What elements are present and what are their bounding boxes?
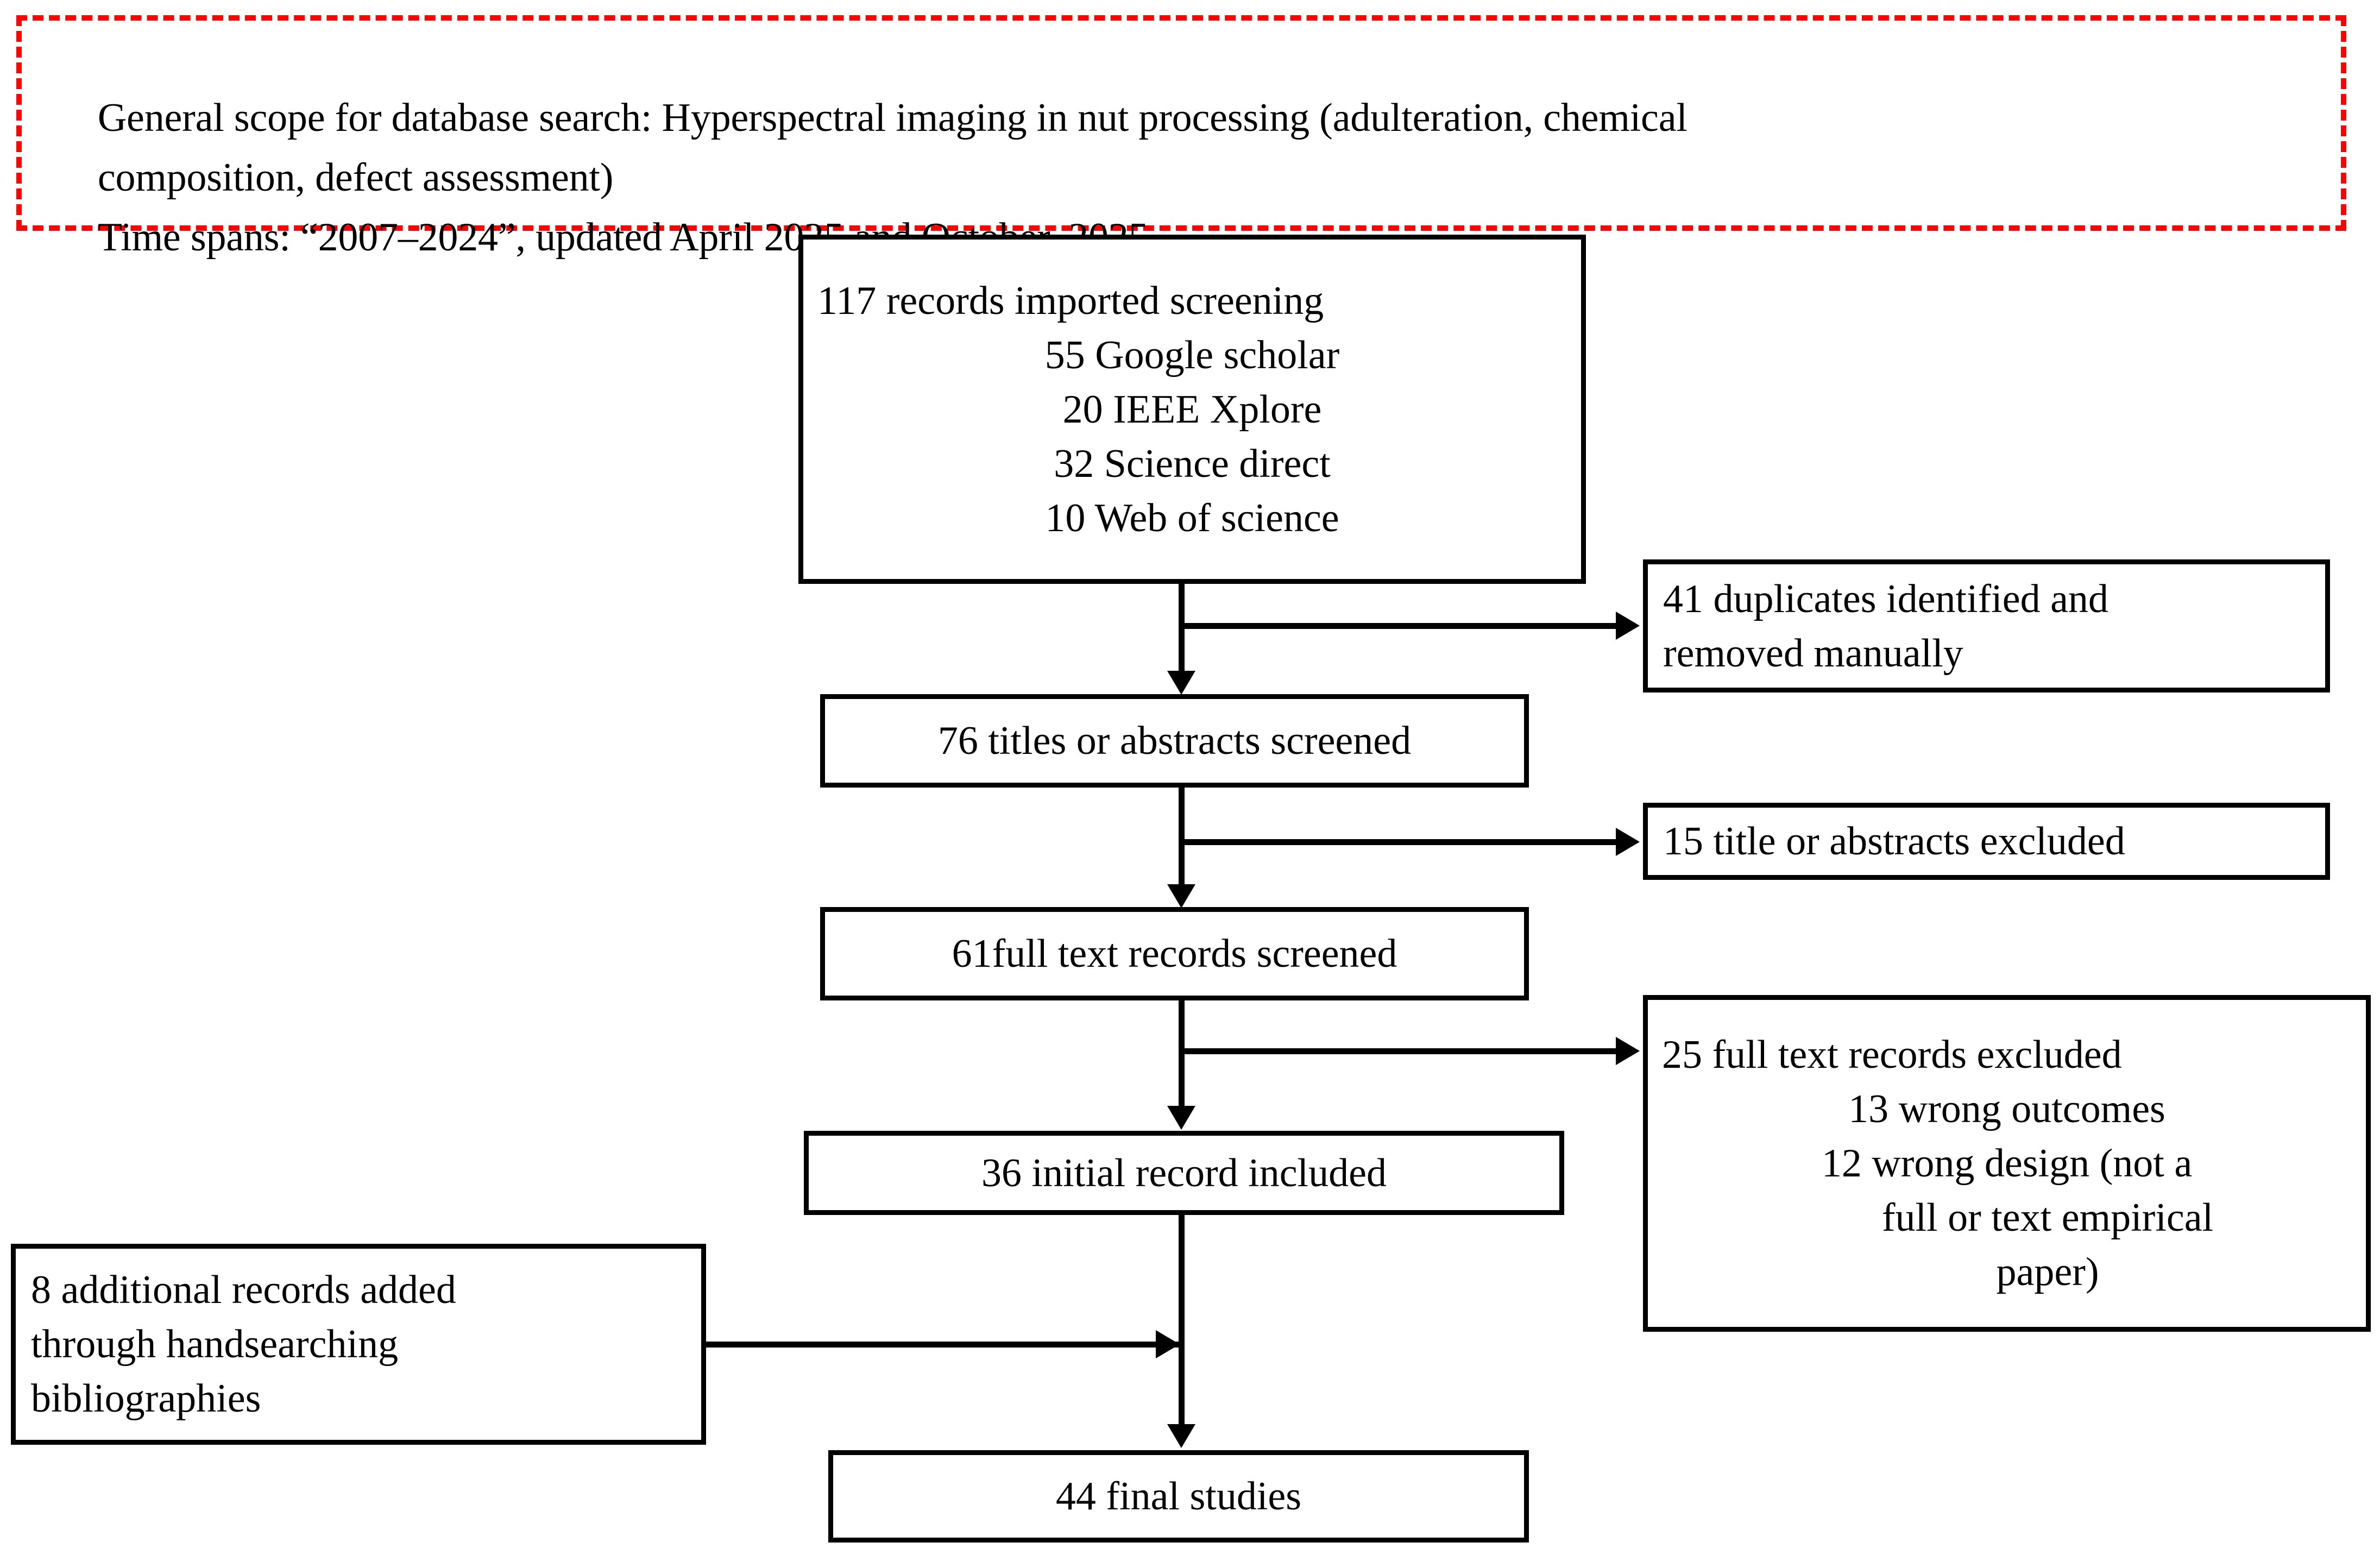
source-ieee-xplore: 20 IEEE Xplore (1062, 387, 1322, 432)
titles-screened-label: 76 titles or abstracts screened (937, 719, 1412, 763)
fulltext-excluded-heading: 25 full text records excluded (1662, 1033, 2122, 1077)
arrowhead-handsearch-merge (1156, 1330, 1180, 1358)
handsearch-line-1: 8 additional records added (31, 1268, 456, 1312)
node-fulltext-excluded: 25 full text records excluded 13 wrong o… (1643, 995, 2371, 1332)
fulltext-screened-label: 61full text records screened (952, 931, 1397, 976)
handsearch-line-3: bibliographies (31, 1376, 261, 1421)
scope-line-3: Time spans: “2007–2024”, updated April 2… (97, 215, 1149, 260)
node-titles-screened: 76 titles or abstracts screened (820, 694, 1529, 788)
node-fulltext-screened: 61full text records screened (820, 907, 1529, 1000)
arrowhead-to-fulltext-excluded (1616, 1037, 1640, 1065)
duplicates-line-2: removed manually (1663, 631, 1963, 676)
connector-to-fulltext-excluded (1179, 1048, 1619, 1054)
source-science-direct: 32 Science direct (1054, 441, 1331, 486)
arrowhead-to-screened (1167, 671, 1195, 695)
arrowhead-to-duplicates (1616, 612, 1640, 640)
handsearch-line-2: through handsearching (31, 1322, 399, 1367)
exclusion-reason-wrong-outcomes: 13 wrong outcomes (1848, 1087, 2165, 1131)
node-final-studies: 44 final studies (828, 1450, 1529, 1543)
initial-included-label: 36 initial record included (981, 1150, 1387, 1195)
titles-excluded-label: 15 title or abstracts excluded (1663, 819, 2125, 864)
connector-included-to-final (1179, 1215, 1185, 1427)
node-handsearch-records: 8 additional records added through hands… (11, 1244, 706, 1445)
exclusion-reason-wrong-design-cont: full or text empirical (1881, 1195, 2214, 1240)
scope-line-1: General scope for database search: Hyper… (97, 96, 1688, 140)
source-google-scholar: 55 Google scholar (1044, 332, 1340, 377)
node-titles-excluded: 15 title or abstracts excluded (1643, 803, 2330, 880)
scope-line-2: composition, defect assessment) (97, 155, 614, 200)
connector-handsearch-to-spine (706, 1342, 1181, 1348)
node-initial-included: 36 initial record included (804, 1131, 1564, 1215)
arrowhead-to-title-excluded (1616, 828, 1640, 856)
scope-header-text: General scope for database search: Hyper… (38, 28, 2325, 327)
node-duplicates-removed: 41 duplicates identified and removed man… (1643, 559, 2330, 692)
arrowhead-to-fulltext (1167, 884, 1195, 908)
connector-imported-to-screened (1179, 584, 1185, 676)
connector-fulltext-to-included (1179, 1000, 1185, 1109)
arrowhead-to-final (1167, 1424, 1195, 1448)
connector-to-duplicates (1179, 623, 1619, 629)
records-imported-heading: 117 records imported screening (817, 278, 1324, 323)
exclusion-reason-wrong-design-end: paper) (1996, 1250, 2099, 1294)
scope-header-box: General scope for database search: Hyper… (16, 15, 2346, 260)
connector-to-title-excluded (1179, 839, 1619, 845)
source-web-of-science: 10 Web of science (1045, 495, 1339, 540)
duplicates-line-1: 41 duplicates identified and (1663, 576, 2108, 621)
exclusion-reason-wrong-design: 12 wrong design (not a (1821, 1141, 2193, 1186)
node-records-imported: 117 records imported screening 55 Google… (798, 235, 1586, 584)
final-studies-label: 44 final studies (1055, 1474, 1302, 1519)
arrowhead-to-included (1167, 1106, 1195, 1130)
